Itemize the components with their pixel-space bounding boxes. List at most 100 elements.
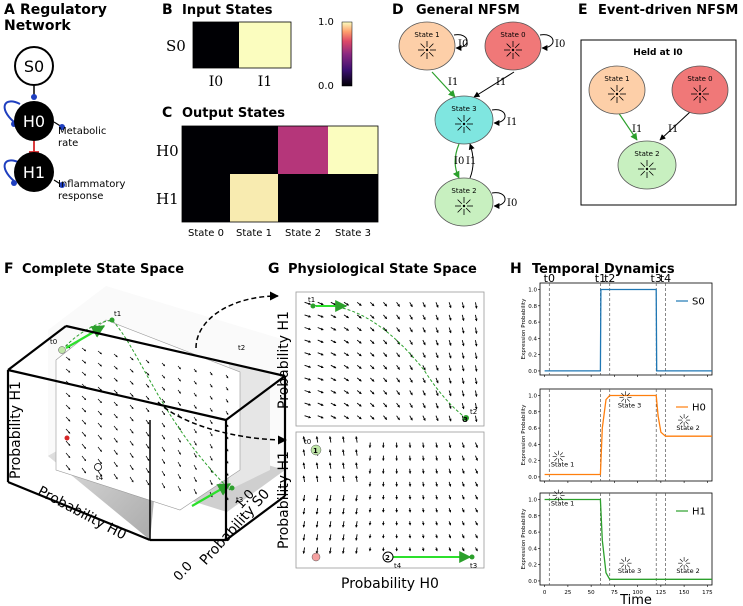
panel-c-title: Output States (182, 106, 285, 121)
d-label-s0-s3: I1 (496, 77, 506, 88)
quiver-arrow (328, 494, 332, 502)
quiver-arrow (161, 446, 166, 452)
quiver-arrow (355, 508, 358, 515)
quiver-arrow (330, 402, 337, 407)
quiver-arrow (81, 467, 87, 474)
state-icon-spoke (640, 170, 646, 176)
quiver-arrow (474, 390, 478, 398)
h-state-annotation: State 3 (618, 567, 641, 575)
quiver-arrow (330, 415, 337, 419)
f-label-t0: t0 (50, 338, 57, 346)
state-icon-spoke (514, 51, 520, 57)
panel-g-letter: G (268, 261, 280, 277)
quiver-arrow (435, 365, 439, 371)
quiver-arrow (342, 534, 345, 541)
quiver-arrow (461, 481, 465, 487)
f-point-t3 (229, 485, 235, 491)
quiver-arrow (461, 302, 465, 309)
quiver-arrow (422, 352, 426, 358)
h-state-icon-spoke (685, 415, 689, 419)
quiver-arrow (177, 401, 181, 406)
h-state-icon-spoke (554, 491, 558, 495)
panel-g: G Physiological State Space t1 t2 3 1 2 … (268, 261, 485, 592)
quiver-arrow (435, 468, 438, 474)
quiver-arrow (304, 301, 312, 305)
h-time-marker-t4: t4 (660, 272, 671, 285)
panel-h-title: Temporal Dynamics (532, 262, 675, 277)
h-ytick-label: 0.0 (528, 475, 537, 481)
f-label-t3: t3 (236, 496, 243, 504)
output-cell-h1-s3 (328, 174, 378, 222)
h-state-icon-spoke (679, 415, 683, 419)
h-ytick-label: 0.6 (528, 320, 537, 326)
quiver-arrow (369, 390, 375, 395)
quiver-arrow (461, 507, 465, 513)
panel-b-col-i1: I1 (258, 74, 272, 90)
state-icon-spoke (465, 117, 471, 123)
h-xtick-label: 125 (656, 590, 667, 596)
quiver-arrow (409, 365, 413, 371)
h-xtick-label: 50 (588, 590, 595, 596)
quiver-arrow (422, 377, 426, 384)
quiver-arrow (81, 419, 87, 425)
f-label-t1: t1 (114, 310, 121, 318)
quiver-arrow (409, 339, 413, 346)
e-state-1-icon (608, 85, 626, 103)
edge-d-s0-s3 (473, 71, 515, 98)
state-icon-spoke (648, 162, 654, 168)
h-state-icon-spoke (626, 558, 630, 562)
quiver-arrow (113, 473, 118, 480)
quiver-arrow (421, 494, 425, 500)
h-state-icon-spoke (626, 398, 630, 402)
h-state-icon (619, 391, 632, 404)
quiver-arrow (193, 464, 197, 470)
self-loop-d-s3 (491, 109, 506, 126)
quiver-arrow (304, 415, 312, 419)
g-top-label-t2: t2 (470, 408, 477, 416)
h-state-icon-spoke (559, 457, 564, 462)
quiver-arrow (328, 547, 332, 554)
quiver-arrow (145, 371, 150, 376)
quiver-arrow (97, 434, 102, 440)
state-icon-spoke (618, 95, 624, 101)
quiver-arrow (474, 403, 478, 410)
quiver-arrow (475, 507, 478, 513)
state-icon-spoke (428, 51, 434, 57)
quiver-arrow (304, 327, 312, 331)
d-state-0-icon (504, 41, 522, 59)
quiver-arrow (474, 314, 478, 322)
quiver-arrow (383, 302, 388, 307)
quiver-arrow (129, 428, 134, 434)
quiver-arrow (383, 327, 388, 332)
f-box-edges (6, 324, 287, 542)
self-loop-d-s0 (539, 34, 554, 51)
h-state-icon-spoke (685, 558, 689, 562)
state-icon-spoke (457, 199, 463, 205)
f-slice-plane (55, 319, 241, 511)
quiver-arrow (355, 494, 358, 502)
panel-f-title: Complete State Space (22, 262, 184, 277)
quiver-arrow (342, 462, 345, 469)
quiver-arrow (475, 468, 478, 474)
quiver-arrow (328, 436, 332, 443)
quiver-arrow (435, 442, 438, 449)
panel-h-letter: H (510, 261, 522, 277)
quiver-arrow (383, 314, 388, 320)
quiver-arrow (421, 481, 425, 487)
quiver-arrow (161, 410, 166, 416)
panel-d: D General NFSM State 1 State 0 State 3 S… (392, 2, 565, 227)
quiver-arrow (129, 392, 134, 397)
quiver-arrow (97, 446, 102, 452)
quiver-arrow (356, 339, 362, 344)
quiver-arrow (461, 402, 465, 410)
h-xtick-label: 75 (611, 590, 618, 596)
quiver-arrow (330, 301, 337, 306)
quiver-arrow (343, 327, 350, 331)
quiver-arrow (461, 314, 465, 322)
panel-b-letter: B (162, 2, 173, 18)
quiver-arrow (342, 494, 345, 502)
quiver-arrow (177, 449, 181, 455)
quiver-arrow (161, 470, 166, 477)
quiver-arrow (435, 521, 438, 526)
quiver-arrow (317, 327, 324, 331)
